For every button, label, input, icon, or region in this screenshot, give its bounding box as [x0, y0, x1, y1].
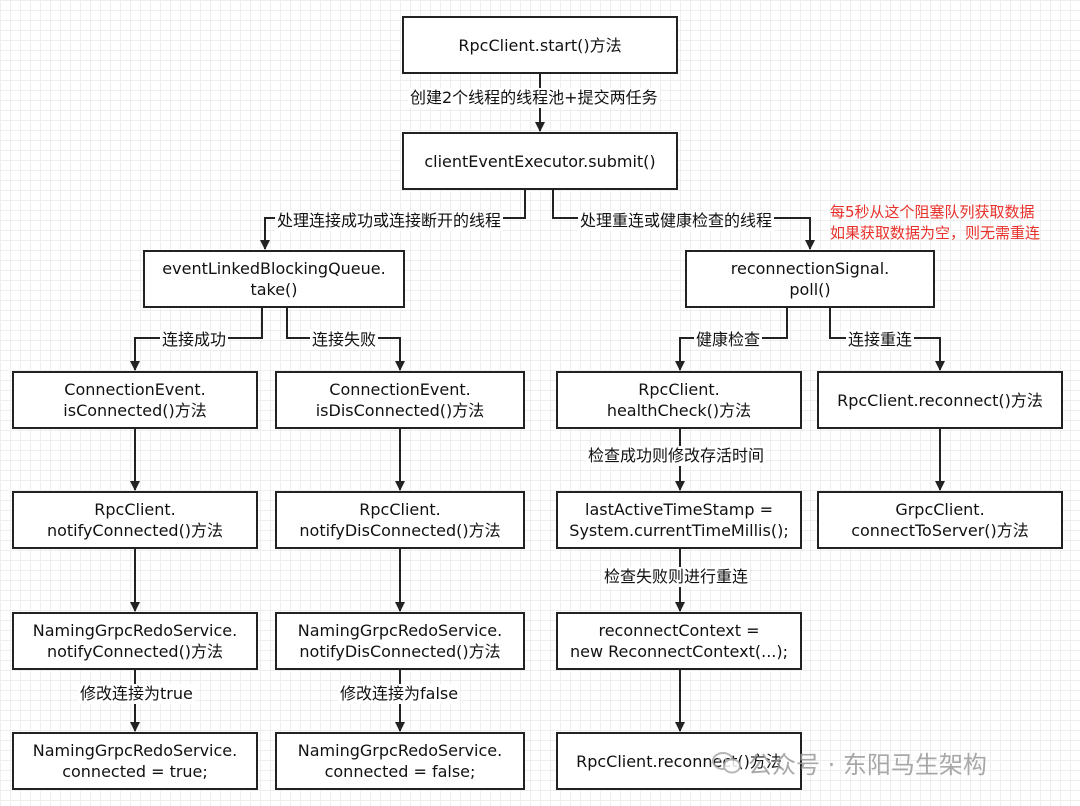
box-take: eventLinkedBlockingQueue. take() — [143, 250, 405, 308]
box-is-dis-connected-line2: isDisConnected()方法 — [315, 401, 485, 420]
box-reconnect-context-line2: new ReconnectContext(...); — [570, 642, 788, 661]
label-handle-connect: 处理连接成功或连接断开的线程 — [275, 211, 504, 231]
label-set-true: 修改连接为true — [78, 684, 195, 704]
watermark-text: 公众号 · 东阳马生架构 — [748, 751, 987, 779]
box-naming-notify-dis-connected-line1: NamingGrpcRedoService. — [297, 621, 503, 640]
box-poll-line2: poll() — [789, 280, 831, 299]
box-is-dis-connected: ConnectionEvent. isDisConnected()方法 — [275, 371, 525, 429]
label-check-fail: 检查失败则进行重连 — [602, 567, 751, 587]
wechat-icon — [712, 751, 741, 773]
box-health-check: RpcClient. healthCheck()方法 — [556, 371, 802, 429]
box-notify-dis-connected: RpcClient. notifyDisConnected()方法 — [275, 491, 525, 549]
box-naming-notify-dis-connected: NamingGrpcRedoService. notifyDisConnected… — [275, 612, 525, 670]
box-connect-to-server: GrpcClient. connectToServer()方法 — [817, 491, 1063, 549]
box-start-text: RpcClient.start()方法 — [458, 35, 622, 55]
box-last-active-line2: System.currentTimeMillis(); — [569, 521, 789, 540]
label-reconnect: 连接重连 — [846, 330, 915, 350]
box-take-line2: take() — [250, 280, 298, 299]
label-check-success: 检查成功则修改存活时间 — [586, 446, 767, 466]
box-is-connected: ConnectionEvent. isConnected()方法 — [12, 371, 258, 429]
box-submit-text: clientEventExecutor.submit() — [424, 151, 656, 171]
label-set-false: 修改连接为false — [338, 684, 461, 704]
box-naming-notify-connected: NamingGrpcRedoService. notifyConnected()方… — [12, 612, 258, 670]
red-annotation-line1: 每5秒从这个阻塞队列获取数据 — [830, 203, 1035, 221]
box-reconnect-context-line1: reconnectContext = — [598, 621, 760, 640]
watermark: 公众号 · 东阳马生架构 — [712, 745, 987, 780]
label-connect-success: 连接成功 — [160, 330, 229, 350]
box-notify-dis-connected-line2: notifyDisConnected()方法 — [299, 521, 501, 540]
box-connected-false-line1: NamingGrpcRedoService. — [297, 741, 503, 760]
box-health-check-line2: healthCheck()方法 — [606, 401, 752, 420]
red-annotation-line2: 如果获取数据为空，则无需重连 — [830, 224, 1041, 242]
label-handle-reconnect: 处理重连或健康检查的线程 — [578, 211, 775, 231]
box-reconnect-1-text: RpcClient.reconnect()方法 — [837, 390, 1043, 410]
box-notify-connected-line1: RpcClient. — [94, 500, 176, 519]
box-connected-false: NamingGrpcRedoService. connected = false; — [275, 732, 525, 790]
label-connect-fail: 连接失败 — [310, 330, 379, 350]
box-connected-true-line1: NamingGrpcRedoService. — [32, 741, 238, 760]
box-health-check-line1: RpcClient. — [638, 380, 720, 399]
box-naming-notify-connected-line2: notifyConnected()方法 — [46, 642, 224, 661]
box-reconnect-1: RpcClient.reconnect()方法 — [817, 371, 1063, 429]
label-create-pool: 创建2个线程的线程池+提交两任务 — [408, 88, 660, 108]
box-reconnect-context: reconnectContext = new ReconnectContext(.… — [556, 612, 802, 670]
box-notify-connected-line2: notifyConnected()方法 — [46, 521, 224, 540]
box-start: RpcClient.start()方法 — [402, 16, 678, 74]
box-notify-connected: RpcClient. notifyConnected()方法 — [12, 491, 258, 549]
box-connect-to-server-line2: connectToServer()方法 — [851, 521, 1029, 540]
box-naming-notify-dis-connected-line2: notifyDisConnected()方法 — [299, 642, 501, 661]
box-connected-false-line2: connected = false; — [324, 762, 476, 781]
box-is-connected-line1: ConnectionEvent. — [64, 380, 206, 399]
box-connected-true-line2: connected = true; — [62, 762, 208, 781]
box-take-line1: eventLinkedBlockingQueue. — [162, 259, 386, 278]
box-notify-dis-connected-line1: RpcClient. — [359, 500, 441, 519]
box-last-active-line1: lastActiveTimeStamp = — [585, 500, 773, 519]
box-is-connected-line2: isConnected()方法 — [63, 401, 207, 420]
red-annotation: 每5秒从这个阻塞队列获取数据 如果获取数据为空，则无需重连 — [830, 202, 1040, 244]
box-connected-true: NamingGrpcRedoService. connected = true; — [12, 732, 258, 790]
box-is-dis-connected-line1: ConnectionEvent. — [329, 380, 471, 399]
box-connect-to-server-line1: GrpcClient. — [895, 500, 985, 519]
box-submit: clientEventExecutor.submit() — [402, 132, 678, 190]
box-poll-line1: reconnectionSignal. — [730, 259, 890, 278]
label-health-check: 健康检查 — [694, 330, 763, 350]
box-naming-notify-connected-line1: NamingGrpcRedoService. — [32, 621, 238, 640]
box-poll: reconnectionSignal. poll() — [685, 250, 935, 308]
box-last-active: lastActiveTimeStamp = System.currentTimeM… — [556, 491, 802, 549]
